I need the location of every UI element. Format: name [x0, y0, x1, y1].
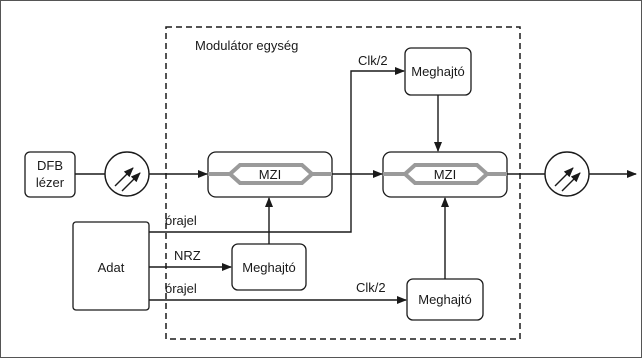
adat-box: [72, 221, 150, 311]
orajel-bottom-label: órajel: [165, 281, 197, 296]
polarization-controller-1: [104, 151, 150, 197]
modulator-region: [165, 26, 521, 340]
mzi-2-label: MZI: [434, 167, 456, 182]
driver-bottom-label: Meghajtó: [418, 292, 471, 307]
adat-label: Adat: [98, 260, 125, 275]
orajel-top-label: órajel: [165, 213, 197, 228]
mzi-1: MZI: [207, 151, 333, 198]
dfb-label-line2: lézer: [36, 175, 65, 190]
clk-top-label: Clk/2: [358, 53, 388, 68]
mzi-2: MZI: [382, 151, 508, 198]
nrz-label: NRZ: [174, 248, 201, 263]
dfb-label-line1: DFB: [37, 158, 63, 173]
clk-bottom-label: Clk/2: [356, 280, 386, 295]
driver-mid-label: Meghajtó: [242, 260, 295, 275]
clock-line-top: [149, 67, 405, 233]
mzi-1-label: MZI: [259, 167, 281, 182]
polarization-controller-2: [544, 151, 590, 197]
modulator-label: Modulátor egység: [195, 38, 298, 53]
driver-top-label: Meghajtó: [411, 64, 464, 79]
